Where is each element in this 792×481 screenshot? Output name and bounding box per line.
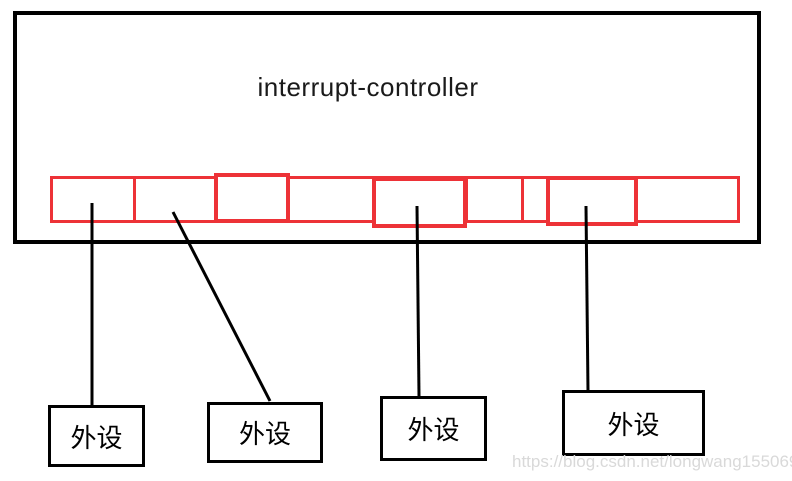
peripheral-label: 外设 [238,419,291,449]
irq-slot-divider [133,176,136,223]
peripheral-box-3: 外设 [380,396,487,461]
irq-slot-highlight-3 [214,173,290,223]
peripheral-box-2: 外设 [207,402,323,463]
irq-slot-highlight-7 [546,176,638,226]
interrupt-controller-title: interrupt-controller [257,72,479,102]
watermark-url: https://blog.csdn.net/longwang155069 [512,452,792,471]
peripheral-label: 外设 [407,415,460,445]
peripheral-box-4: 外设 [562,390,705,456]
irq-slot-divider [521,176,524,223]
peripheral-label: 外设 [607,409,660,440]
peripheral-box-1: 外设 [48,405,145,467]
irq-slot-highlight-5 [372,177,467,228]
peripheral-label: 外设 [70,422,123,453]
